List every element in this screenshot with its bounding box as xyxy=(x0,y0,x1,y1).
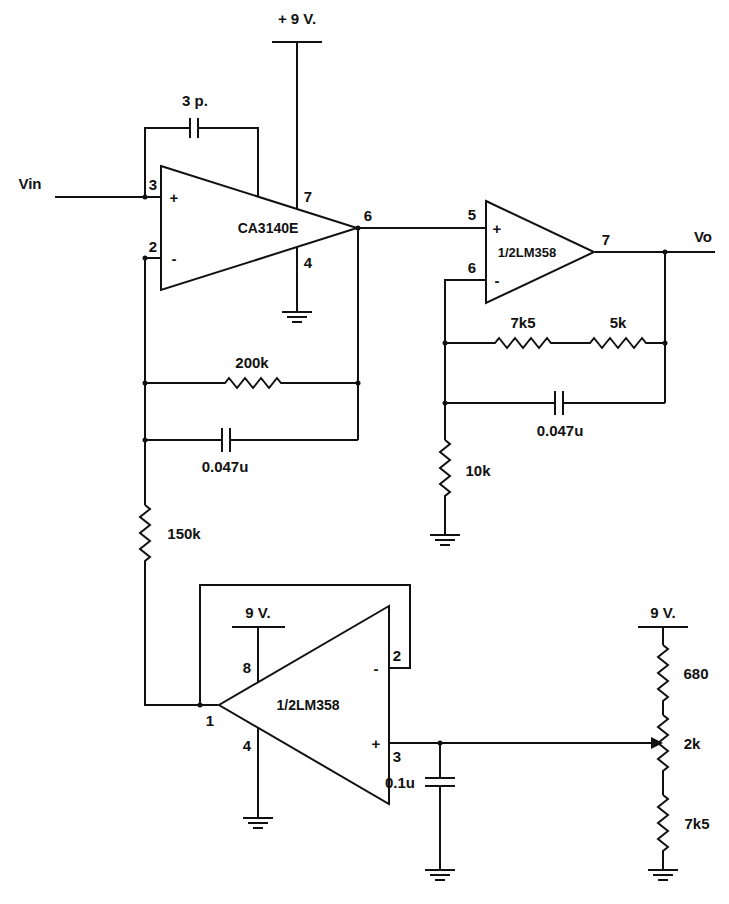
component-label: 5k xyxy=(610,315,627,330)
component-label: 0.047u xyxy=(537,423,584,438)
pin-label: 6 xyxy=(364,208,372,223)
junction-dot xyxy=(143,256,148,261)
resistor-symbol xyxy=(658,795,668,870)
capacitor-symbol xyxy=(555,391,563,415)
potentiometer-symbol xyxy=(658,715,668,795)
ground-symbol xyxy=(425,870,455,880)
junction-dot xyxy=(663,341,668,346)
opamp-part-number: 1/2LM358 xyxy=(498,245,557,260)
component-label: 0.047u xyxy=(202,459,249,474)
pin-label: - xyxy=(374,661,379,676)
opamp-triangle: CA3140E xyxy=(160,165,358,291)
inverting-wire xyxy=(145,258,160,505)
junction-dot xyxy=(438,741,443,746)
junction-dot xyxy=(143,438,148,443)
ground-symbol xyxy=(648,870,678,880)
resistor-symbol xyxy=(140,505,218,705)
pin-label: 3 xyxy=(393,749,401,764)
pin-label: - xyxy=(172,251,177,266)
pin-label: + xyxy=(493,221,502,236)
signal-wire xyxy=(358,227,485,229)
pin-label: 3 xyxy=(149,177,157,192)
opamp-part-number: 1/2LM358 xyxy=(276,697,339,713)
junction-dot xyxy=(356,381,361,386)
pin-label: + xyxy=(372,736,381,751)
component-label: Vin xyxy=(18,176,41,191)
junction-dot xyxy=(663,250,668,255)
pin-label: 8 xyxy=(243,660,251,675)
component-label: 680 xyxy=(683,666,708,681)
pin-label: 7 xyxy=(304,189,312,204)
pin-label: + xyxy=(170,190,179,205)
pin-label: 4 xyxy=(304,255,312,270)
input-wire xyxy=(390,742,651,744)
pin-label: 7 xyxy=(602,232,610,247)
resistor-symbol xyxy=(440,440,450,535)
supply-rail xyxy=(272,42,322,209)
component-label: 2k xyxy=(684,736,701,751)
resistor-symbol xyxy=(145,378,358,388)
capacitor-symbol xyxy=(222,428,230,452)
component-label: Vo xyxy=(694,229,712,244)
component-label: 7k5 xyxy=(510,315,535,330)
output-wire xyxy=(595,252,715,403)
junction-dot xyxy=(198,703,203,708)
opamp-outline xyxy=(486,201,594,303)
component-label: 7k5 xyxy=(684,816,709,831)
component-label: 150k xyxy=(167,526,200,541)
pin-label: 2 xyxy=(149,239,157,254)
resistor-symbol xyxy=(445,338,665,348)
ground-symbol xyxy=(243,818,273,828)
junction-dot xyxy=(143,195,148,200)
supply-rail xyxy=(638,627,688,645)
pin-label: 5 xyxy=(468,207,476,222)
capacitor-symbol xyxy=(425,778,455,786)
opamp-outline xyxy=(219,606,389,804)
pin-label: 4 xyxy=(243,738,251,753)
supply-rail xyxy=(232,627,285,682)
opamp-part-number: CA3140E xyxy=(238,220,299,236)
junction-dot xyxy=(443,401,448,406)
pin-label: 1 xyxy=(206,713,214,728)
resistor-symbol xyxy=(658,645,668,715)
opamp-triangle: 1/2LM358 xyxy=(218,605,390,805)
component-label: 10k xyxy=(465,463,490,478)
pin-label: 6 xyxy=(468,260,476,275)
pin-label: 2 xyxy=(393,648,401,663)
pin-label: - xyxy=(495,273,500,288)
ground-symbol xyxy=(282,312,312,322)
component-label: 9 V. xyxy=(650,605,675,620)
junction-dot xyxy=(443,341,448,346)
capacitor-wire xyxy=(439,743,441,870)
component-label: 3 p. xyxy=(182,93,208,108)
component-label: 0.1u xyxy=(385,775,415,790)
ground-symbol xyxy=(430,535,460,545)
inverting-wire xyxy=(445,280,485,440)
feedback-wire xyxy=(200,585,410,705)
opamp-triangle: 1/2LM358 xyxy=(485,200,595,304)
component-label: 9 V. xyxy=(245,605,270,620)
junction-dot xyxy=(143,381,148,386)
ground-wire xyxy=(257,728,259,818)
opamp-outline xyxy=(161,166,357,290)
component-label: + 9 V. xyxy=(278,11,316,26)
ground-wire xyxy=(296,247,298,312)
component-label: 200k xyxy=(235,355,268,370)
capacitor-symbol xyxy=(190,118,198,138)
feedback-wire xyxy=(357,228,359,440)
capacitor-wire xyxy=(145,439,358,441)
